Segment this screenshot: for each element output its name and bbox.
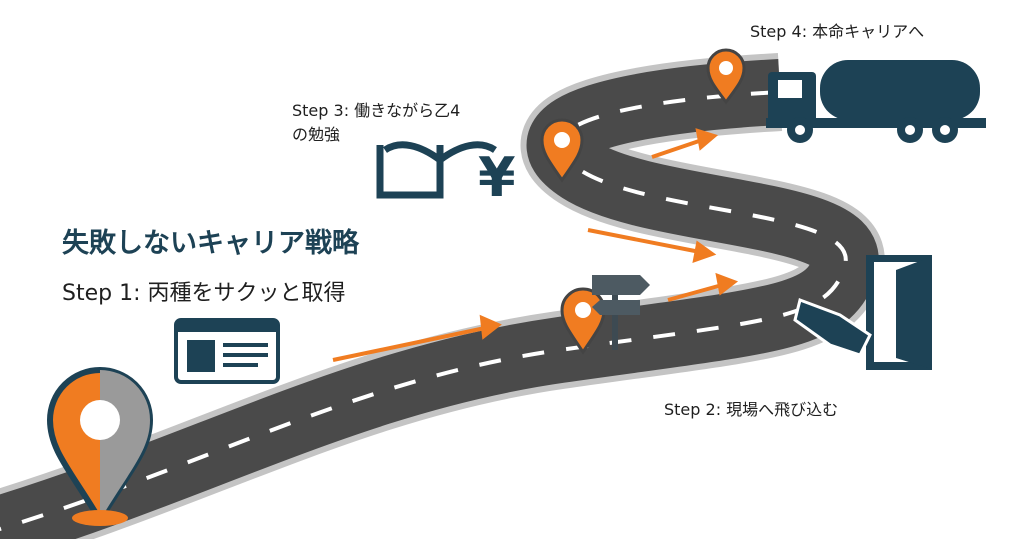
direction-arrows: [332, 128, 739, 362]
page-title: 失敗しないキャリア戦略: [62, 228, 359, 259]
step-2-label: Step 2: 現場へ飛び込む: [664, 400, 839, 419]
step-4-label: Step 4: 本命キャリアへ: [750, 22, 925, 41]
handshake-door-icon: [793, 255, 932, 370]
step-1-label: Step 1: 丙種をサクッと取得: [62, 281, 346, 306]
book-yen-icon: ¥: [376, 141, 516, 209]
step-3-label: Step 3: 働きながら乙4の勉強: [292, 101, 461, 144]
license-card-icon: [174, 318, 280, 384]
location-pin-icon: [540, 48, 746, 355]
tanker-truck-icon: [766, 60, 986, 143]
svg-text:¥: ¥: [478, 146, 516, 209]
location-pin-start-icon: [46, 367, 154, 526]
signpost-icon: [592, 275, 650, 350]
